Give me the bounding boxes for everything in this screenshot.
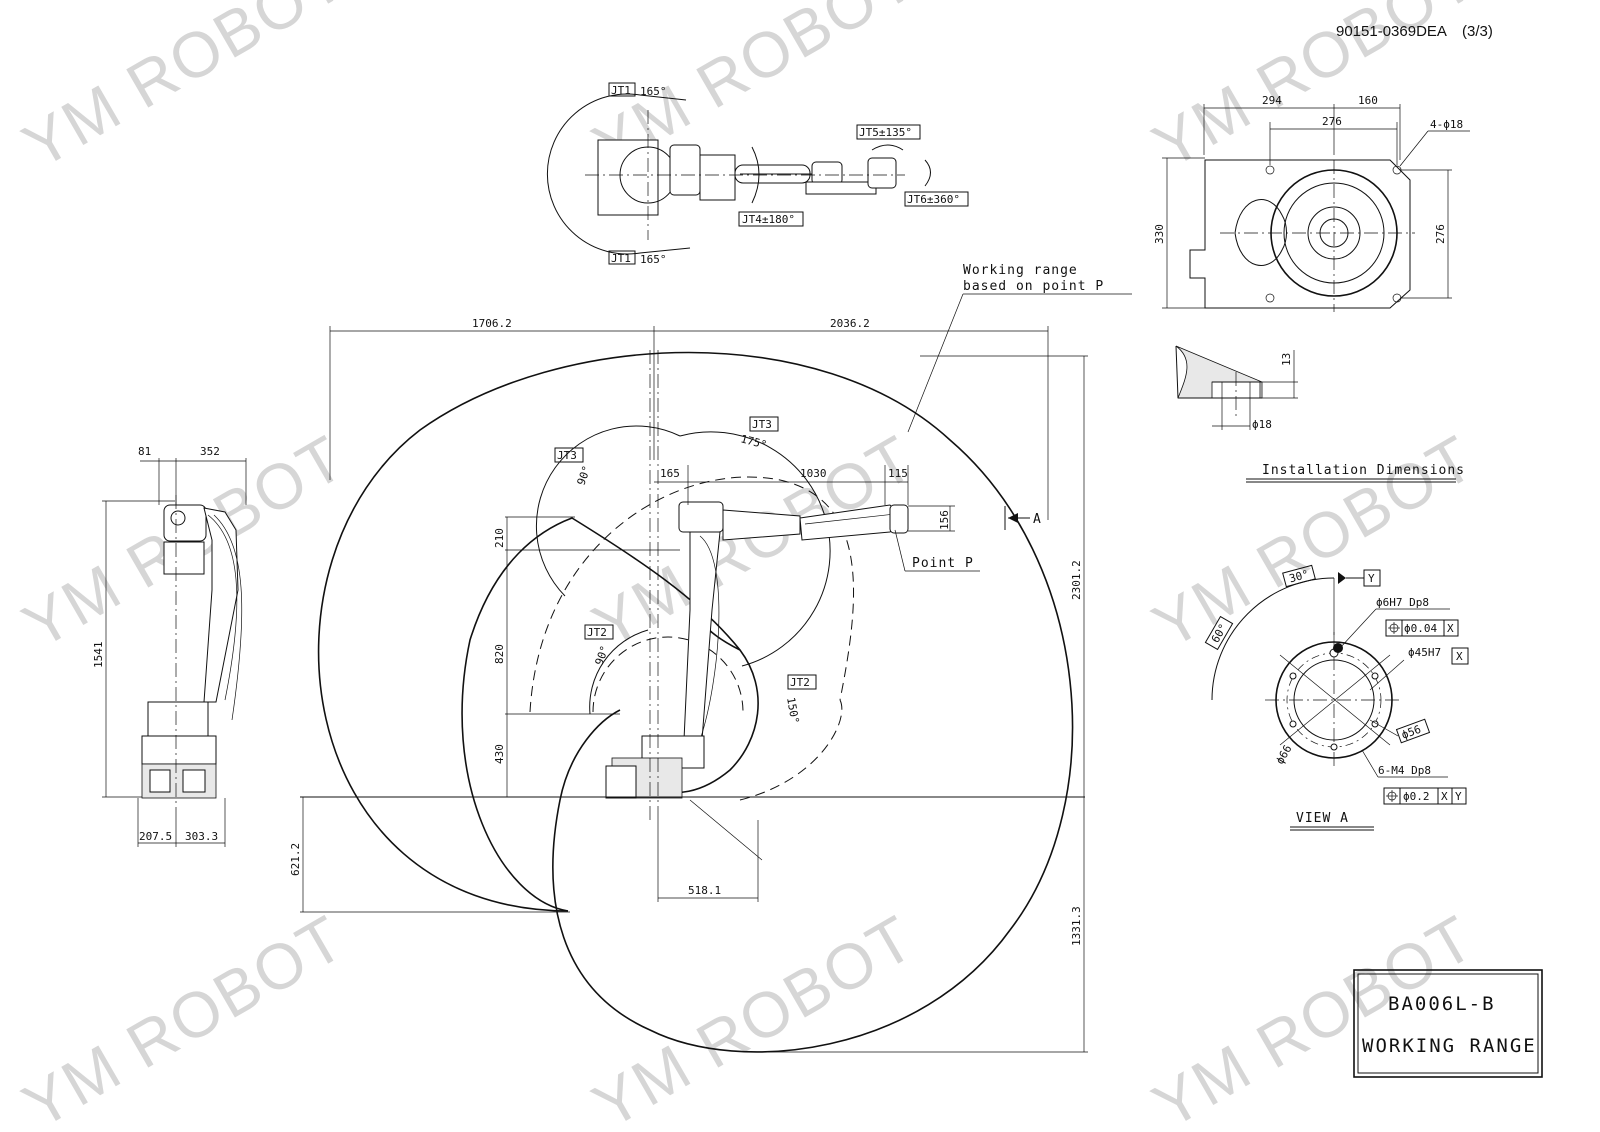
watermark-text: YM ROBOT	[1141, 901, 1486, 1132]
jt5-range: JT5±135°	[859, 126, 912, 139]
view-a-caption: VIEW A	[1296, 811, 1349, 826]
sheet-number-text: (3/3)	[1462, 23, 1493, 40]
jt2-tag-left: JT2	[587, 626, 607, 639]
dim-165: 165	[660, 467, 680, 480]
dim-518: 518.1	[688, 884, 721, 897]
dim-1331: 1331.3	[1070, 906, 1083, 946]
view-a-tapped-tol: ϕ0.2	[1403, 790, 1430, 803]
watermark-text: YM ROBOT	[11, 0, 356, 182]
dim-2036: 2036.2	[830, 317, 870, 330]
jt4-range: JT4±180°	[742, 213, 795, 226]
main-view: 1706.2 2036.2 165 1030 115 156 210 820 4…	[289, 263, 1132, 1053]
jt3-left-angle: 90°	[575, 464, 594, 487]
jt2-left-angle: 90°	[593, 644, 612, 667]
drawing-number-text: 90151-0369DEA	[1336, 23, 1447, 40]
point-p-label: Point P	[912, 556, 974, 571]
base-dim-294: 294	[1262, 94, 1282, 107]
top-view: JT1 165° JT1 165° JT4±180° JT5±135° JT6±…	[546, 82, 969, 266]
title-block: BA006L-B WORKING RANGE	[1353, 969, 1543, 1078]
installation-caption: Installation Dimensions	[1262, 463, 1465, 478]
watermark-text: YM ROBOT	[581, 421, 926, 662]
view-a-pin-tol: ϕ0.04	[1404, 622, 1437, 635]
side-dim-1541: 1541	[92, 642, 105, 669]
section-a-label: A	[1033, 512, 1042, 527]
jt2-right-angle: 150°	[784, 696, 801, 724]
base-dim-4holes: 4-ϕ18	[1430, 118, 1463, 131]
title-model: BA006L-B	[1388, 993, 1496, 1015]
jt3-tag-top: JT3	[752, 418, 772, 431]
side-view: 81 352 1541 207.5 303.3	[92, 445, 247, 847]
working-range-note-line1: Working range	[963, 263, 1078, 278]
dim-1030: 1030	[800, 467, 827, 480]
dim-1706: 1706.2	[472, 317, 512, 330]
detail-dim-13: 13	[1280, 353, 1293, 366]
view-a-datum-y: Y	[1368, 572, 1375, 585]
title-subtitle: WORKING RANGE	[1362, 1035, 1537, 1057]
working-range-note-line2: based on point P	[963, 279, 1104, 294]
jt3-top-angle: 175°	[739, 432, 768, 451]
dim-430: 430	[493, 744, 506, 764]
jt1-tag-lower: JT1	[611, 252, 631, 265]
view-a-d66: ϕ66	[1273, 743, 1294, 767]
view-a-tapped: 6-M4 Dp8	[1378, 764, 1431, 777]
base-dim-276v: 276	[1434, 224, 1447, 244]
base-dim-160: 160	[1358, 94, 1378, 107]
side-dim-352: 352	[200, 445, 220, 458]
view-a-d56: ϕ56	[1400, 723, 1423, 742]
dim-2301: 2301.2	[1070, 560, 1083, 600]
view-a-bore-datum: X	[1456, 650, 1463, 663]
base-dim-330: 330	[1153, 224, 1166, 244]
view-a-pin-datum: X	[1447, 622, 1454, 635]
view-a-pin-hole: ϕ6H7 Dp8	[1376, 596, 1429, 609]
base-view: 294 160 276 4-ϕ18 330 276 ϕ18 13 Insta	[1153, 94, 1470, 483]
dim-115: 115	[888, 467, 908, 480]
base-dim-276h: 276	[1322, 115, 1342, 128]
jt6-range: JT6±360°	[907, 193, 960, 206]
dim-820: 820	[493, 644, 506, 664]
jt1-upper-angle: 165°	[640, 85, 667, 98]
side-dim-207: 207.5	[139, 830, 172, 843]
view-a-angle-30: 30°	[1288, 568, 1311, 586]
jt3-tag-left: JT3	[557, 449, 577, 462]
view-a-bore: ϕ45H7	[1408, 646, 1441, 659]
detail-dim-hole: ϕ18	[1252, 418, 1272, 431]
watermark-text: YM ROBOT	[581, 901, 926, 1132]
view-a-tapped-datum-y: Y	[1455, 790, 1462, 803]
jt1-tag-upper: JT1	[611, 84, 631, 97]
dim-621: 621.2	[289, 843, 302, 876]
watermark-text: YM ROBOT	[11, 901, 356, 1132]
jt1-lower-angle: 165°	[640, 253, 667, 266]
drawing-number: 90151-0369DEA (3/3)	[1336, 23, 1493, 40]
jt2-tag-right: JT2	[790, 676, 810, 689]
side-dim-81: 81	[138, 445, 151, 458]
side-dim-303: 303.3	[185, 830, 218, 843]
dim-210: 210	[493, 528, 506, 548]
dim-156: 156	[938, 510, 951, 530]
view-a-tapped-datum-x: X	[1441, 790, 1448, 803]
